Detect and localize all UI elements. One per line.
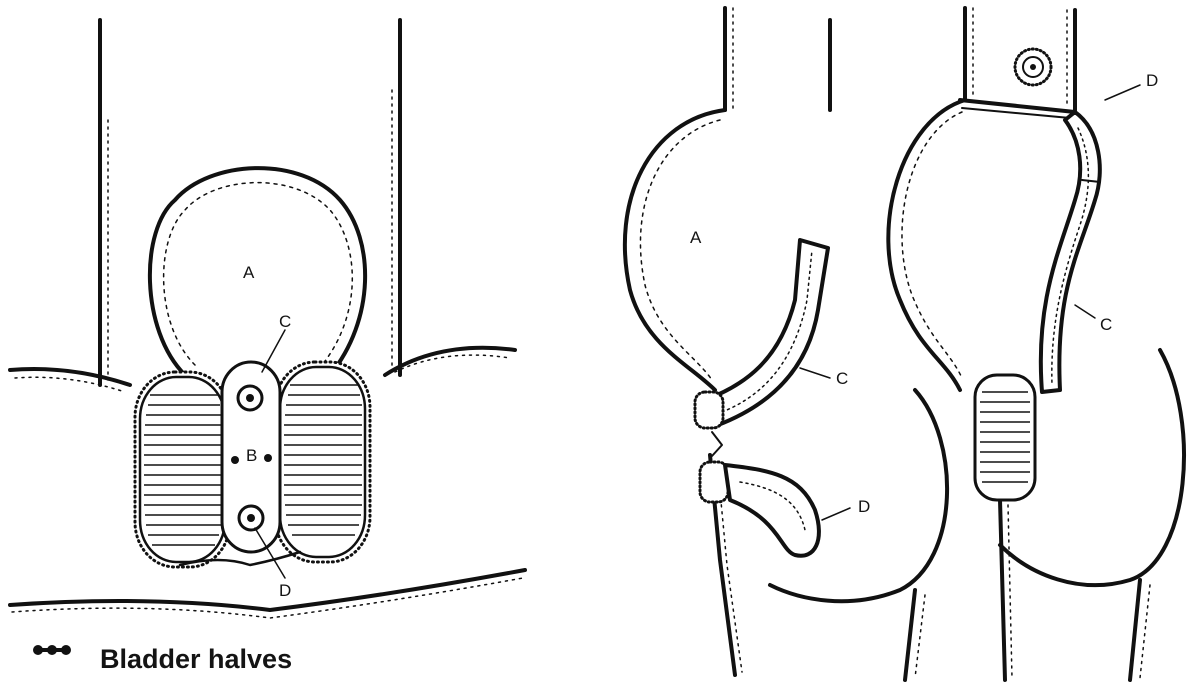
right-bladder-pad bbox=[975, 375, 1035, 500]
bladder-dome bbox=[150, 168, 365, 375]
legend-text: Bladder halves bbox=[100, 644, 292, 674]
right-label-c: C bbox=[1100, 315, 1112, 334]
right-bladder-half bbox=[275, 362, 370, 562]
right-panel: D C bbox=[888, 8, 1184, 680]
right-label-d: D bbox=[1146, 71, 1158, 90]
ureteral-orifice-lower-dot bbox=[247, 514, 255, 522]
ureteral-orifice-upper-dot bbox=[246, 394, 254, 402]
left-label-a: A bbox=[243, 263, 255, 282]
left-panel: A C B D bbox=[10, 20, 525, 618]
left-label-c: C bbox=[279, 312, 291, 331]
middle-panel: A C D bbox=[625, 8, 947, 680]
middle-label-d: D bbox=[858, 497, 870, 516]
middle-label-c: C bbox=[836, 369, 848, 388]
left-label-b: B bbox=[246, 446, 257, 465]
middle-label-a: A bbox=[690, 228, 702, 247]
bladder-halves-marker-icon bbox=[33, 645, 71, 655]
left-label-d: D bbox=[279, 581, 291, 600]
legend: Bladder halves bbox=[33, 644, 292, 674]
left-bladder-half bbox=[135, 372, 230, 567]
